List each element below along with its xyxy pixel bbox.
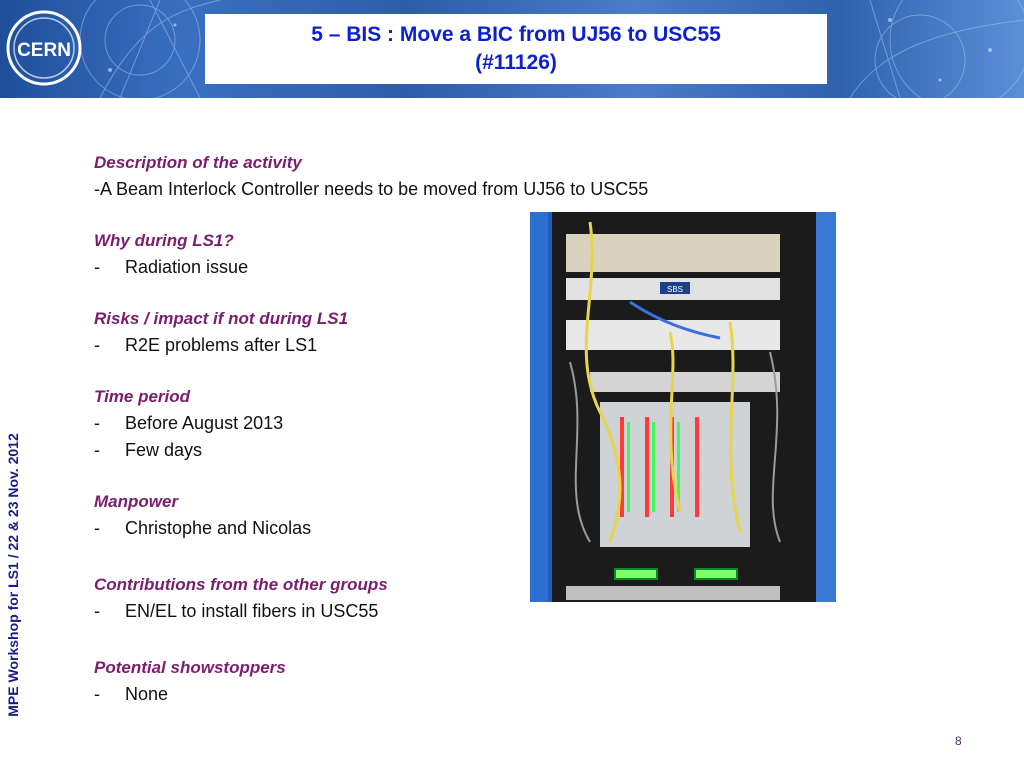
page-number: 8 xyxy=(955,734,962,748)
workshop-side-label: MPE Workshop for LS1 / 22 & 23 Nov. 2012 xyxy=(5,433,21,717)
section-heading: Potential showstoppers xyxy=(94,658,286,677)
bullet-item: -A Beam Interlock Controller needs to be… xyxy=(94,179,649,199)
section-heading: Manpower xyxy=(94,492,179,511)
banner-decoration xyxy=(79,0,1024,98)
section-heading: Contributions from the other groups xyxy=(94,575,388,594)
title-line-1: 5 – BIS : Move a BIC from UJ56 to USC55 xyxy=(311,23,721,46)
section-description: Description of the activity -A Beam Inte… xyxy=(94,150,649,203)
section-heading: Description of the activity xyxy=(94,153,302,172)
title-line-2: (#11126) xyxy=(475,51,557,74)
section-heading: Time period xyxy=(94,387,191,406)
bullet-item: -R2E problems after LS1 xyxy=(94,335,318,355)
section-heading: Why during LS1? xyxy=(94,231,234,250)
section-heading: Risks / impact if not during LS1 xyxy=(94,309,349,328)
rack-photo: SBS xyxy=(530,212,836,602)
section-showstoppers: Potential showstoppers -None xyxy=(94,655,524,708)
section-contributions: Contributions from the other groups -EN/… xyxy=(94,572,524,625)
header-banner: CERN 5 – BIS : Move a BIC from UJ56 to U… xyxy=(0,0,1024,98)
bullet-item: -Before August 2013 xyxy=(94,413,284,433)
section-risks: Risks / impact if not during LS1 -R2E pr… xyxy=(94,306,524,359)
bullet-item: -None xyxy=(94,684,169,704)
bullet-item: -Radiation issue xyxy=(94,257,249,277)
section-why: Why during LS1? -Radiation issue xyxy=(94,228,524,281)
section-manpower: Manpower -Christophe and Nicolas xyxy=(94,489,524,542)
svg-text:SBS: SBS xyxy=(667,285,683,294)
content-area: Description of the activity -A Beam Inte… xyxy=(94,150,649,708)
cern-logo: CERN xyxy=(6,10,82,86)
bullet-item: -Christophe and Nicolas xyxy=(94,518,312,538)
slide-title: 5 – BIS : Move a BIC from UJ56 to USC55 … xyxy=(205,14,827,84)
svg-text:CERN: CERN xyxy=(17,40,71,61)
bullet-item: -Few days xyxy=(94,440,203,460)
section-time: Time period -Before August 2013 -Few day… xyxy=(94,384,524,464)
bullet-item: -EN/EL to install fibers in USC55 xyxy=(94,601,379,621)
